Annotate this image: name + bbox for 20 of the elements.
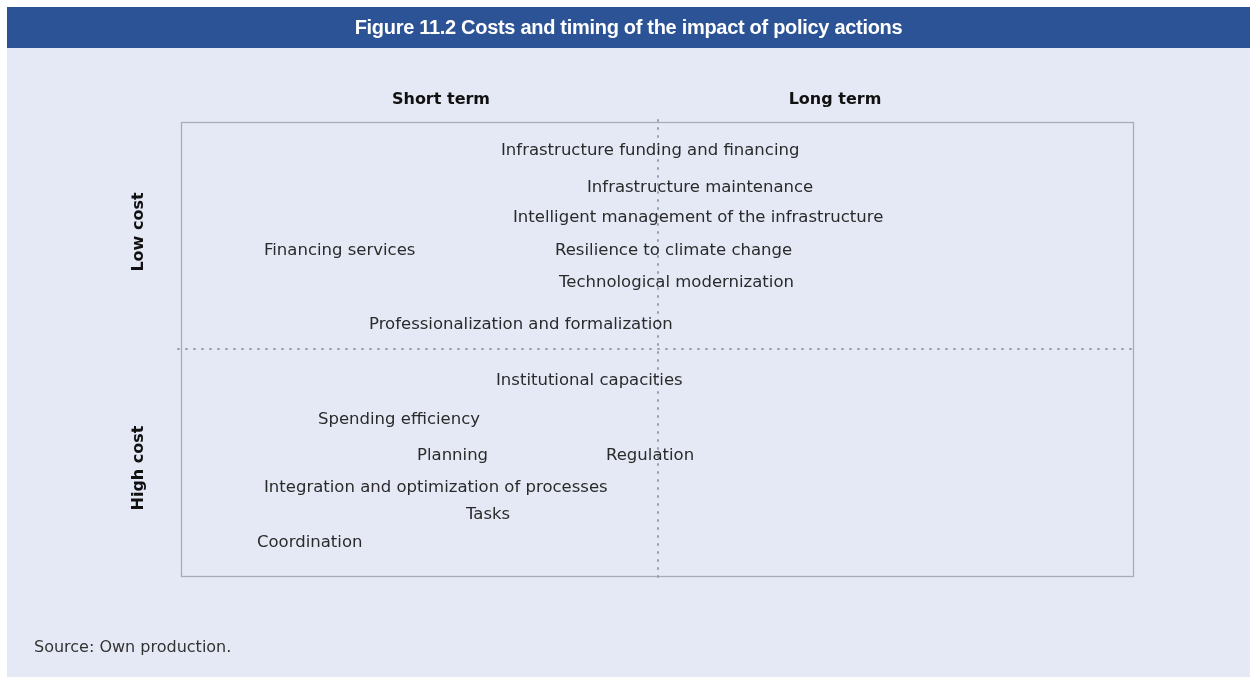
column-header: Short term — [391, 88, 491, 110]
row-header: High cost — [127, 425, 148, 511]
policy-action-label: Professionalization and formalization — [369, 313, 673, 335]
policy-action-label: Resilience to climate change — [555, 239, 793, 261]
policy-action-label: Technological modernization — [559, 271, 794, 293]
policy-action-label: Integration and optimization of processes — [264, 476, 608, 498]
policy-action-label: Institutional capacities — [496, 369, 683, 391]
column-header: Long term — [788, 88, 882, 110]
source-note: Source: Own production. — [34, 636, 232, 658]
policy-action-label: Spending efficiency — [318, 408, 480, 430]
policy-action-label: Regulation — [606, 444, 695, 466]
policy-action-label: Tasks — [466, 503, 511, 525]
figure-title: Figure 11.2 Costs and timing of the impact of policy actions — [7, 7, 1250, 48]
policy-action-label: Intelligent management of the infrastructure — [513, 206, 884, 228]
policy-action-label: Infrastructure funding and financing — [501, 139, 800, 161]
policy-action-label: Planning — [417, 444, 489, 466]
policy-action-label: Infrastructure maintenance — [587, 176, 814, 198]
policy-action-label: Coordination — [257, 531, 363, 553]
row-header: Low cost — [127, 192, 148, 272]
policy-action-label: Financing services — [264, 239, 416, 261]
